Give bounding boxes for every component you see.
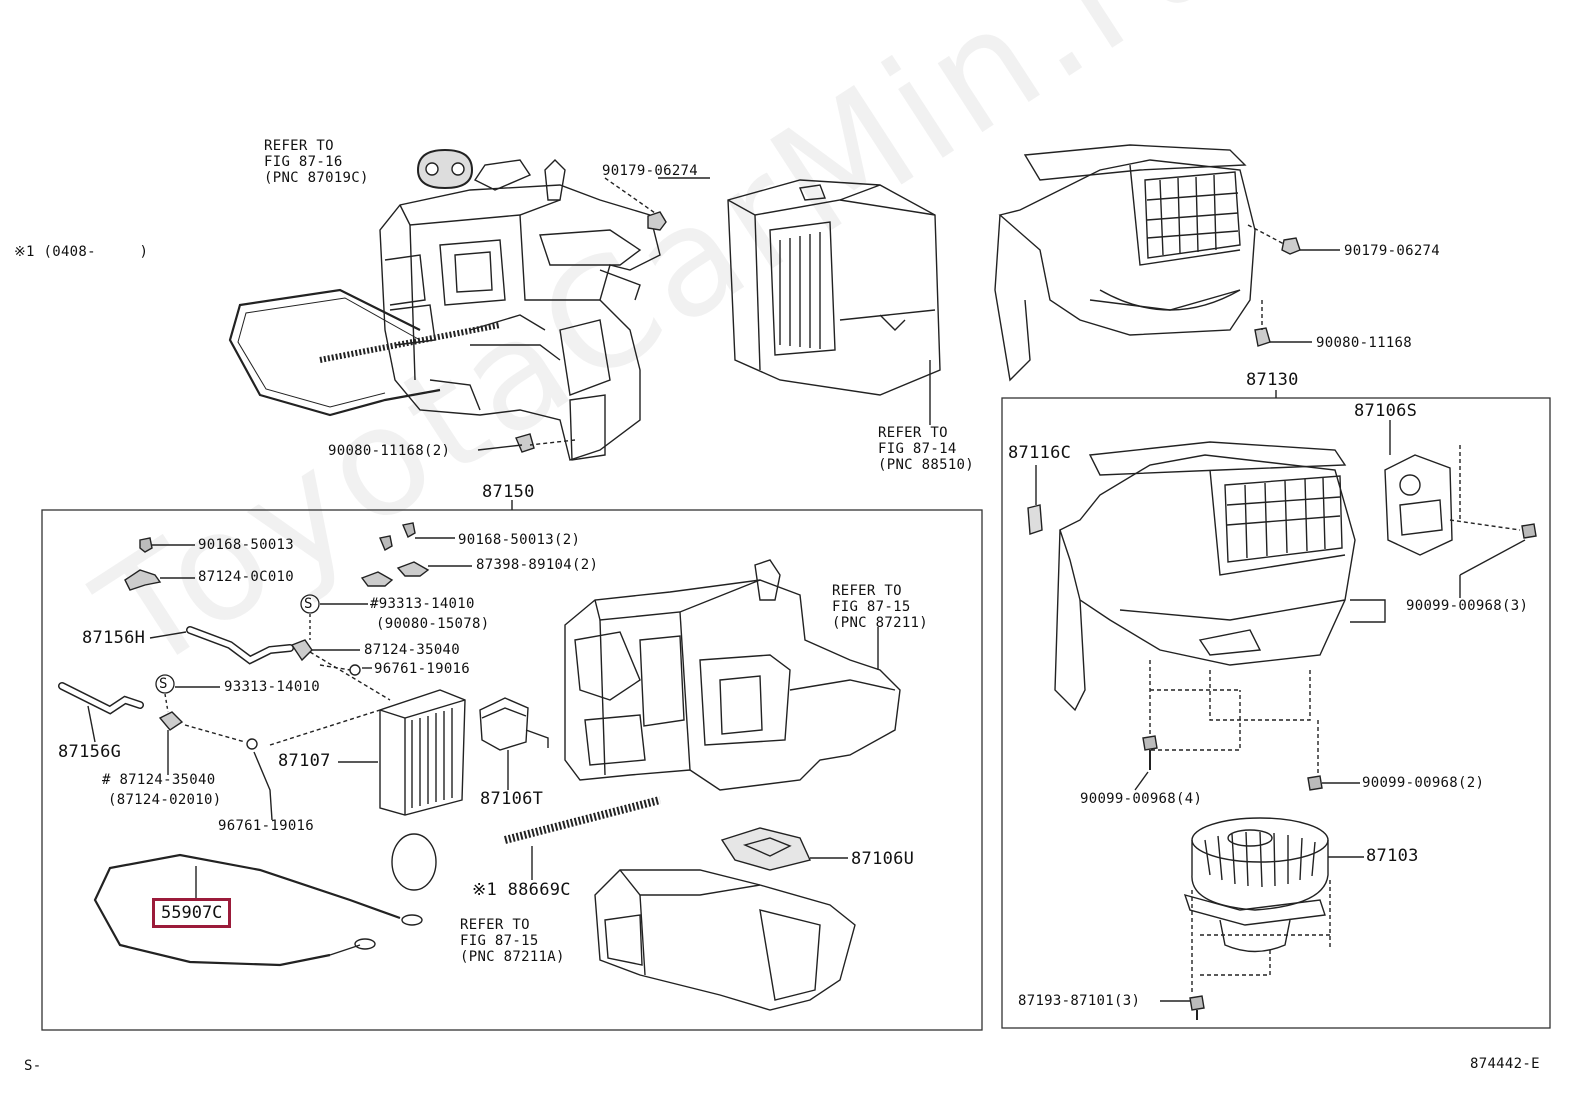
heater-unit-assembly (379, 159, 661, 461)
spring-rod-top (319, 322, 501, 363)
part-90168-50013-2[interactable]: 90168-50013(2) (458, 532, 581, 548)
nut-90179-a (647, 211, 667, 231)
clip-87124-0c010 (124, 569, 162, 591)
part-87124-35040-a[interactable]: 87124-35040 (364, 642, 461, 658)
part-87124-02010[interactable]: (87124-02010) (108, 792, 222, 808)
part-90099-00968-4[interactable]: 90099-00968(4) (1080, 791, 1203, 807)
s-mark-2 (155, 674, 175, 694)
part-87124-0c010[interactable]: 87124-0C010 (198, 569, 295, 585)
footer-left-code: S- (24, 1058, 42, 1074)
clip-87116c (1027, 504, 1043, 535)
screw-90099-3 (1521, 523, 1537, 539)
heater-unit-87150 (564, 559, 901, 791)
servo-87106s (1384, 454, 1453, 556)
heater-core-87107 (379, 689, 466, 816)
group-label-87130[interactable]: 87130 (1246, 370, 1299, 390)
nut-90179-b (1281, 237, 1301, 255)
screw-90099-4 (1142, 735, 1158, 770)
gasket-ring (391, 833, 437, 891)
part-96761-19016-b[interactable]: 96761-19016 (218, 818, 315, 834)
duct-87211a (594, 869, 856, 1011)
note-mark-0408: ※1 (0408- ) (14, 244, 149, 260)
part-55907c-highlighted[interactable]: 55907C (152, 898, 232, 928)
servo-87106t (479, 697, 549, 751)
bracket-87106u (720, 827, 811, 871)
part-90179-06274-b[interactable]: 90179-06274 (1344, 243, 1441, 259)
part-90179-06274-a[interactable]: 90179-06274 (602, 163, 699, 179)
bolt-90080-b (1254, 327, 1271, 347)
footer-figure-number: 874442-E (1470, 1056, 1540, 1072)
screw-90168-b (379, 522, 416, 552)
grommet-part (416, 148, 474, 190)
part-87106t[interactable]: 87106T (480, 789, 544, 809)
clip-87124-35040-b (158, 711, 184, 731)
refer-fig-87-14: REFER TO FIG 87-14 (PNC 88510) (878, 425, 975, 473)
part-87107[interactable]: 87107 (278, 751, 331, 771)
screw-87193 (1189, 995, 1205, 1020)
blower-unit-top (994, 144, 1256, 382)
s-mark-1 (300, 594, 320, 614)
part-87103[interactable]: 87103 (1366, 846, 1419, 866)
control-cable-55907c (93, 853, 401, 967)
part-90080-11168-2[interactable]: 90080-11168(2) (328, 443, 451, 459)
screw-90099-2 (1307, 775, 1323, 791)
refer-fig-87-15-b: REFER TO FIG 87-15 (PNC 87211A) (460, 917, 565, 965)
part-90080-11168[interactable]: 90080-11168 (1316, 335, 1413, 351)
evaporator-case (727, 179, 941, 396)
part-87106u[interactable]: 87106U (851, 849, 915, 869)
blower-motor-87103 (1183, 817, 1329, 953)
refer-fig-87-16: REFER TO FIG 87-16 (PNC 87019C) (264, 138, 369, 186)
spring-88669c (504, 796, 661, 844)
part-90099-00968-3[interactable]: 90099-00968(3) (1406, 598, 1529, 614)
o-ring-a (349, 664, 361, 676)
part-93313-14010-a[interactable]: #93313-14010 (370, 596, 475, 612)
group-box-87130 (1001, 397, 1551, 1029)
part-93313-14010-b[interactable]: 93313-14010 (224, 679, 321, 695)
part-87398-89104-2[interactable]: 87398-89104(2) (476, 557, 599, 573)
control-cable-top (228, 288, 441, 417)
refer-fig-87-15-a: REFER TO FIG 87-15 (PNC 87211) (832, 583, 929, 631)
s-mark-label-2: S (159, 676, 168, 692)
part-87193-87101-3[interactable]: 87193-87101(3) (1018, 993, 1141, 1009)
bolt-90080-2 (515, 433, 535, 453)
group-label-87150[interactable]: 87150 (482, 482, 535, 502)
part-87106s[interactable]: 87106S (1354, 401, 1418, 421)
part-87156h[interactable]: 87156H (82, 628, 146, 648)
blower-housing-87130 (1054, 441, 1386, 712)
s-mark-label-1: S (304, 596, 313, 612)
part-90099-00968-2[interactable]: 90099-00968(2) (1362, 775, 1485, 791)
part-87116c[interactable]: 87116C (1008, 443, 1072, 463)
part-88669c[interactable]: ※1 88669C (472, 880, 571, 900)
o-ring-b (246, 738, 258, 750)
screw-90168-a (139, 537, 153, 553)
clip-87124-35040-a (290, 639, 313, 662)
bracket-87398 (360, 561, 430, 587)
part-87124-35040-b[interactable]: # 87124-35040 (102, 772, 216, 788)
part-96761-19016-a[interactable]: 96761-19016 (374, 661, 471, 677)
part-87156g[interactable]: 87156G (58, 742, 122, 762)
part-90080-15078[interactable]: (90080-15078) (376, 616, 490, 632)
part-90168-50013[interactable]: 90168-50013 (198, 537, 295, 553)
